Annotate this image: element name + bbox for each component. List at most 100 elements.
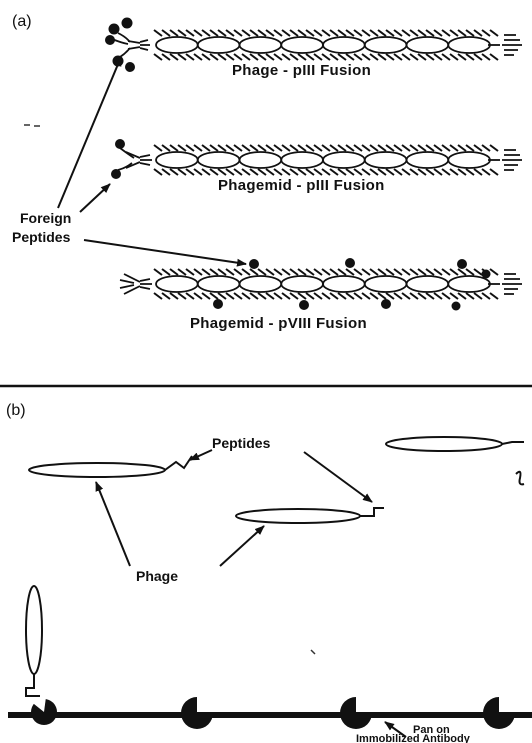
hatch-stroke <box>490 54 498 60</box>
hatch-stroke <box>314 54 322 60</box>
hatch-stroke <box>418 145 426 151</box>
hatch-stroke <box>474 145 482 151</box>
caption-phage-piii: Phage - pIII Fusion <box>232 62 371 79</box>
hatch-stroke <box>266 30 274 36</box>
hatch-stroke <box>218 169 226 175</box>
arrow-peptides-right <box>304 452 372 502</box>
hatch-stroke <box>290 145 298 151</box>
hatch-stroke <box>418 269 426 275</box>
hatch-stroke <box>378 269 386 275</box>
hatch-stroke <box>218 293 226 299</box>
hatch-stroke <box>210 145 218 151</box>
capsid-segment <box>198 37 240 53</box>
hatch-stroke <box>354 293 362 299</box>
hatch-stroke <box>298 269 306 275</box>
arrow-phage-right <box>220 526 264 566</box>
partial-mark <box>516 472 524 485</box>
capsid-segment <box>448 37 490 53</box>
hatch-stroke <box>434 145 442 151</box>
hatch-stroke <box>338 169 346 175</box>
hatch-stroke <box>338 269 346 275</box>
hatch-stroke <box>442 169 450 175</box>
peptide-tail <box>165 456 192 470</box>
hatch-stroke <box>274 269 282 275</box>
hatch-stroke <box>210 169 218 175</box>
hatch-stroke <box>250 30 258 36</box>
capsid-segment <box>323 276 365 292</box>
hatch-stroke <box>202 169 210 175</box>
hatch-stroke <box>442 54 450 60</box>
hatch-stroke <box>426 293 434 299</box>
capsid-segment <box>365 152 407 168</box>
hatch-stroke <box>194 293 202 299</box>
hatch-stroke <box>226 145 234 151</box>
hatch-stroke <box>370 145 378 151</box>
hatch-stroke <box>258 269 266 275</box>
hatch-stroke <box>274 145 282 151</box>
hatch-stroke <box>394 54 402 60</box>
hatch-stroke <box>194 169 202 175</box>
hatch-stroke <box>466 269 474 275</box>
peptide-tail <box>360 508 384 516</box>
hatch-stroke <box>386 269 394 275</box>
arrow-to-phagemid-piii <box>80 184 110 212</box>
hatch-stroke <box>154 169 162 175</box>
hatch-stroke <box>362 145 370 151</box>
hatch-stroke <box>378 30 386 36</box>
hatch-stroke <box>458 54 466 60</box>
hatch-stroke <box>170 145 178 151</box>
hatch-stroke <box>410 145 418 151</box>
hatch-stroke <box>194 30 202 36</box>
hatch-stroke <box>218 54 226 60</box>
hatch-stroke <box>394 145 402 151</box>
hatch-stroke <box>202 269 210 275</box>
hatch-stroke <box>466 30 474 36</box>
hatch-stroke <box>298 54 306 60</box>
capsid-segment <box>448 152 490 168</box>
bound-phage <box>26 586 42 696</box>
hatch-stroke <box>234 169 242 175</box>
hatch-stroke <box>354 145 362 151</box>
foreign-peptides-label-line1: Foreign <box>20 210 71 226</box>
hatch-stroke <box>290 293 298 299</box>
hatch-stroke <box>402 54 410 60</box>
pIII-peptides <box>111 139 125 179</box>
hatch-stroke <box>258 169 266 175</box>
hatch-stroke <box>170 169 178 175</box>
capsid-segment <box>281 152 323 168</box>
left-tip <box>118 148 152 170</box>
hatch-stroke <box>210 30 218 36</box>
stray-mark <box>24 125 40 126</box>
hatch-stroke <box>242 30 250 36</box>
hatch-stroke <box>370 169 378 175</box>
hatch-stroke <box>434 30 442 36</box>
right-tip <box>488 150 522 170</box>
capsid-segment <box>240 276 282 292</box>
capsid-segment <box>198 152 240 168</box>
hatch-stroke <box>290 169 298 175</box>
hatch-stroke <box>450 169 458 175</box>
hatch-stroke <box>482 293 490 299</box>
capsid-segments <box>156 276 490 292</box>
hatch-stroke <box>170 269 178 275</box>
coat-hatching-bottom <box>154 293 498 299</box>
hatch-stroke <box>490 293 498 299</box>
hatch-stroke <box>450 54 458 60</box>
hatch-stroke <box>274 293 282 299</box>
hatch-stroke <box>154 293 162 299</box>
hatch-stroke <box>362 54 370 60</box>
hatch-stroke <box>378 145 386 151</box>
hatch-stroke <box>210 54 218 60</box>
hatch-stroke <box>250 293 258 299</box>
hatch-stroke <box>194 269 202 275</box>
hatch-stroke <box>314 269 322 275</box>
hatch-stroke <box>482 54 490 60</box>
hatch-stroke <box>346 293 354 299</box>
hatch-stroke <box>306 54 314 60</box>
hatch-stroke <box>418 293 426 299</box>
left-tip <box>120 274 152 294</box>
hatch-stroke <box>282 54 290 60</box>
hatch-stroke <box>410 30 418 36</box>
hatch-stroke <box>226 293 234 299</box>
hatch-stroke <box>170 30 178 36</box>
